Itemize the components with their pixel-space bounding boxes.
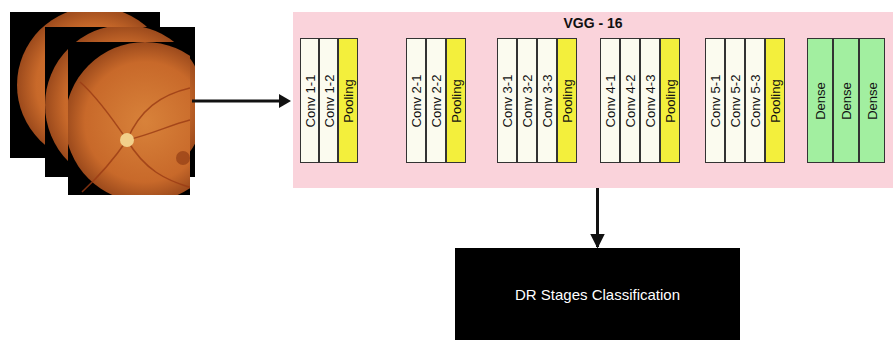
output-label: DR Stages Classification [515, 286, 680, 303]
conv-layer: Conv 2-1 [406, 38, 426, 163]
pooling-layer: Pooling [557, 38, 577, 163]
dense-layer: Dense [859, 38, 885, 163]
conv-layer: Conv 2-2 [426, 38, 446, 163]
input-arrow [192, 94, 291, 108]
layer-label: Pooling [560, 79, 575, 122]
pooling-layer: Pooling [446, 38, 466, 163]
layer-label: Pooling [768, 79, 783, 122]
pooling-layer: Pooling [765, 38, 785, 163]
layer-label: Conv 3-3 [540, 74, 555, 127]
conv-layer: Conv 4-1 [600, 38, 620, 163]
model-box: VGG - 16 Conv 1-1 Conv 1-2 Pooling Conv 2-1 C… [293, 12, 893, 188]
conv-layer: Conv 1-1 [300, 38, 319, 163]
output-box: DR Stages Classification [455, 248, 740, 340]
layer-label: Conv 4-3 [643, 74, 658, 127]
layer-label: Dense [839, 82, 854, 120]
layer-label: Pooling [341, 79, 356, 122]
layer-label: Conv 5-2 [728, 74, 743, 127]
dense-layer: Dense [807, 38, 833, 163]
layer-label: Conv 3-1 [500, 74, 515, 127]
pooling-layer: Pooling [338, 38, 358, 163]
layer-label: Dense [865, 82, 880, 120]
layer-label: Conv 3-2 [520, 74, 535, 127]
layer-label: Conv 4-1 [603, 74, 618, 127]
conv-layer: Conv 3-3 [537, 38, 557, 163]
layer-label: Conv 1-2 [321, 74, 336, 127]
model-title: VGG - 16 [563, 15, 622, 31]
conv-layer: Conv 5-3 [745, 38, 765, 163]
pooling-layer: Pooling [660, 38, 680, 163]
layer-label: Dense [813, 82, 828, 120]
layer-label: Conv 1-1 [302, 74, 317, 127]
fundus-image [65, 42, 225, 202]
layer-label: Pooling [449, 79, 464, 122]
conv-layer: Conv 4-3 [640, 38, 660, 163]
layer-label: Pooling [663, 79, 678, 122]
conv-layer: Conv 1-2 [319, 38, 338, 163]
conv-layer: Conv 3-1 [497, 38, 517, 163]
flow-arrow [596, 188, 599, 247]
conv-layer: Conv 5-1 [705, 38, 725, 163]
layer-label: Conv 5-1 [708, 74, 723, 127]
layer-label: Conv 4-2 [623, 74, 638, 127]
layer-label: Conv 5-3 [748, 74, 763, 127]
conv-layer: Conv 3-2 [517, 38, 537, 163]
layer-label: Conv 2-1 [409, 74, 424, 127]
dense-layer: Dense [833, 38, 859, 163]
layer-label: Conv 2-2 [429, 74, 444, 127]
conv-layer: Conv 4-2 [620, 38, 640, 163]
conv-layer: Conv 5-2 [725, 38, 745, 163]
